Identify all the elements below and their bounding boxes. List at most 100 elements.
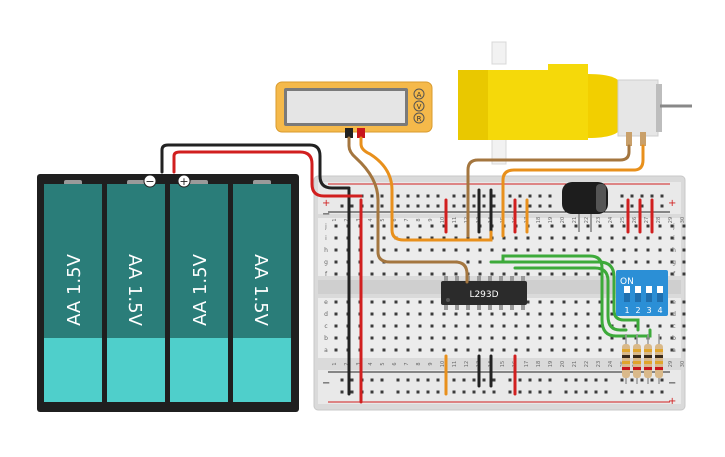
- column-number-bottom: 7: [404, 362, 410, 365]
- row-letter-left: g: [324, 259, 328, 266]
- rail-hole: [340, 390, 344, 394]
- row-letter-right: e: [672, 299, 676, 306]
- rail-hole: [640, 390, 644, 394]
- chip-pin-top: [521, 276, 525, 282]
- breadboard-hole: [406, 300, 410, 304]
- breadboard-hole: [670, 272, 674, 276]
- rail-hole: [640, 194, 644, 198]
- breadboard-hole: [538, 236, 542, 240]
- rail-hole: [452, 390, 456, 394]
- breadboard-hole: [394, 248, 398, 252]
- breadboard-hole: [574, 312, 578, 316]
- breadboard-hole: [478, 236, 482, 240]
- breadboard-hole: [658, 336, 662, 340]
- column-number-bottom: 21: [572, 361, 578, 367]
- multimeter-probe-black: [345, 128, 353, 138]
- breadboard-hole: [478, 248, 482, 252]
- rail-hole: [452, 204, 456, 208]
- resistor-band: [633, 355, 641, 358]
- motor-can: [617, 79, 659, 137]
- rail-hole: [528, 204, 532, 208]
- breadboard-hole: [538, 300, 542, 304]
- breadboard-hole: [370, 336, 374, 340]
- breadboard-hole: [658, 236, 662, 240]
- multimeter-display: [287, 91, 405, 123]
- breadboard-hole: [418, 224, 422, 228]
- row-letter-right: c: [672, 323, 675, 330]
- rail-hole: [340, 204, 344, 208]
- breadboard-hole: [502, 348, 506, 352]
- resistor-band: [622, 367, 630, 370]
- resistor-band: [633, 349, 641, 352]
- breadboard-hole: [334, 224, 338, 228]
- breadboard-hole: [394, 272, 398, 276]
- breadboard-hole: [514, 248, 518, 252]
- rail-hole: [462, 194, 466, 198]
- l293d-chip: L293D: [441, 276, 527, 310]
- breadboard-hole: [634, 236, 638, 240]
- breadboard-hole: [610, 272, 614, 276]
- rail-hole: [660, 390, 664, 394]
- breadboard-hole: [382, 324, 386, 328]
- rail-hole: [604, 378, 608, 382]
- column-number-bottom: 3: [356, 362, 362, 365]
- row-letter-left: a: [324, 347, 328, 354]
- breadboard-hole: [466, 324, 470, 328]
- rail-hole: [482, 204, 486, 208]
- green-wire-2: [489, 260, 640, 332]
- breadboard-hole: [466, 348, 470, 352]
- breadboard-hole: [574, 336, 578, 340]
- motor-orange-wire: [501, 144, 645, 238]
- breadboard-hole: [622, 236, 626, 240]
- breadboard-hole: [682, 336, 686, 340]
- rail-hole: [492, 390, 496, 394]
- column-number-top: 19: [548, 217, 554, 223]
- chip-body: [441, 281, 527, 305]
- rail-hole: [548, 390, 552, 394]
- breadboard-hole: [394, 324, 398, 328]
- breadboard-hole: [370, 312, 374, 316]
- rail-hole: [436, 204, 440, 208]
- breadboard-hole: [550, 272, 554, 276]
- breadboard-hole: [586, 324, 590, 328]
- rail-hole: [630, 204, 634, 208]
- rail-hole: [416, 204, 420, 208]
- breadboard-hole: [406, 312, 410, 316]
- breadboard-hole: [550, 336, 554, 340]
- rail-hole: [416, 390, 420, 394]
- row-letter-left: d: [324, 311, 328, 318]
- breadboard-hole: [334, 312, 338, 316]
- breadboard-hole: [646, 224, 650, 228]
- breadboard-hole: [430, 248, 434, 252]
- breadboard-hole: [370, 348, 374, 352]
- column-number-top: 22: [584, 217, 590, 223]
- rail-hole: [538, 204, 542, 208]
- bottom-power-rail: [318, 370, 681, 404]
- motor-brown-wire: [466, 144, 631, 238]
- motor-gearbox: [458, 64, 588, 140]
- column-number-bottom: 18: [536, 361, 542, 367]
- breadboard-hole: [430, 348, 434, 352]
- breadboard-hole: [538, 272, 542, 276]
- breadboard-hole: [394, 300, 398, 304]
- rail-hole: [564, 390, 568, 394]
- breadboard-hole: [550, 236, 554, 240]
- column-number-bottom: 29: [668, 361, 674, 367]
- breadboard-hole: [334, 260, 338, 264]
- breadboard-hole: [418, 336, 422, 340]
- rail-hole: [406, 378, 410, 382]
- column-number-bottom: 9: [428, 362, 434, 365]
- rail-hole: [660, 194, 664, 198]
- breadboard-hole: [430, 236, 434, 240]
- column-number-bottom: 8: [416, 362, 422, 365]
- breadboard-hole: [682, 348, 686, 352]
- dip-toggle-slot: [624, 286, 630, 302]
- multimeter: AVR: [275, 81, 433, 138]
- rail-hole: [406, 204, 410, 208]
- column-number-top: 10: [440, 217, 446, 223]
- breadboard-hole: [562, 272, 566, 276]
- rail-hole: [548, 194, 552, 198]
- breadboard-hole: [466, 260, 470, 264]
